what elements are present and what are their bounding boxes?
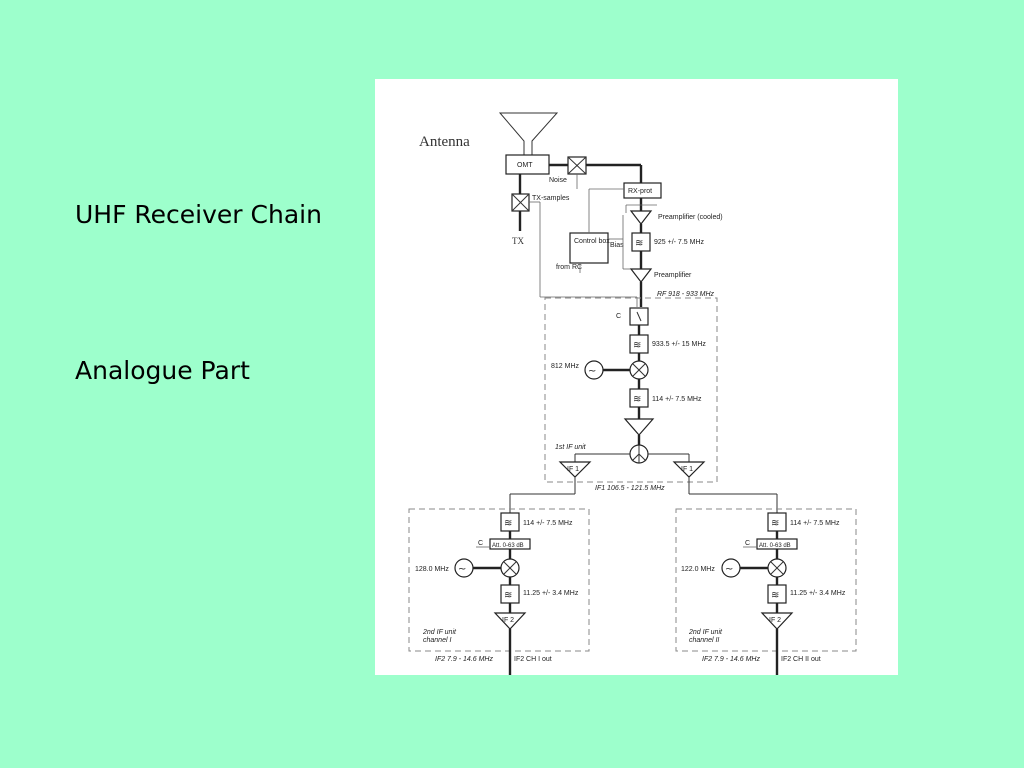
ch2-c-label: C [745,540,750,547]
if1-left-label: IF 1 [567,466,579,473]
ch1-lo-label: 128.0 MHz [415,566,449,573]
ch2-lo-glyph: ~ [725,564,733,575]
ch2-if2-label: IF 2 [769,617,781,624]
ch1-lo-glyph: ~ [458,564,466,575]
ch2-if2-amp [760,612,794,630]
slide-subtitle: Analogue Part [75,356,250,385]
antenna-horn [498,112,559,158]
preamp-cooled-label: Preamplifier (cooled) [658,214,723,221]
if-amplifier-icon [623,418,655,436]
diagram-canvas: Antenna OMT Noise TX-samples TX RX-prot … [408,112,857,675]
if1-band-label: IF1 106.5 - 121.5 MHz [595,485,665,492]
ch2-lo-label: 122.0 MHz [681,566,715,573]
noise-switch [567,156,587,175]
c-switch-label: C [616,313,621,320]
antenna-label: Antenna [419,134,470,150]
if1-right-label: IF 1 [681,466,693,473]
ch1-filter-11-label: 11.25 +/- 3.4 MHz [523,590,579,597]
receiver-chain-diagram: Antenna OMT Noise TX-samples TX RX-prot … [375,79,898,675]
filter-925-icon: ≋ [635,238,643,249]
ch1-out-label: IF2 CH I out [514,656,552,663]
ch1-unit-label: 2nd IF unit [422,629,457,636]
if1-right-amp [672,461,706,478]
lo-812-glyph: ~ [588,366,596,377]
ch2-filter-114-label: 114 +/- 7.5 MHz [790,520,840,527]
ch2-filter-114-icon: ≋ [771,518,779,529]
rx-prot-label: RX-prot [628,188,652,195]
omt-label: OMT [517,162,533,169]
ch1-att-label: Att. 0-63 dB [492,543,524,549]
control-box-label: Control box [574,238,610,245]
ch1-if2-label: IF 2 [502,617,514,624]
rf-band-label: RF 918 - 933 MHz [657,291,715,298]
ch1-filter-114-label: 114 +/- 7.5 MHz [523,520,573,527]
ch2-out-label: IF2 CH II out [781,656,821,663]
rx-prot-box [623,182,662,199]
preamp-cooled-icon [629,210,653,225]
preamp-icon [629,268,653,283]
filter-114-first-label: 114 +/- 7.5 MHz [652,396,702,403]
ch2-att-label: Att. 0-63 dB [759,543,791,549]
ch2-channel-label: channel II [689,637,719,644]
ch1-if2-band-label: IF2 7.9 - 14.6 MHz [435,656,493,663]
filter-933-icon: ≋ [633,340,641,351]
preamp-label: Preamplifier [654,272,692,279]
ch2-unit-label: 2nd IF unit [688,629,723,636]
ch1-filter-114-icon: ≋ [504,518,512,529]
noise-label: Noise [549,177,567,184]
from-rc-label: from RC [556,264,582,271]
if1-left-amp [558,461,592,478]
ch2-if2-band-label: IF2 7.9 - 14.6 MHz [702,656,760,663]
bias-label: Bias [610,242,624,249]
tx-samples-label: TX-samples [532,195,570,202]
first-if-unit-label: 1st IF unit [555,444,587,451]
ch1-if2-amp [493,612,527,630]
first-if-unit-region [544,297,718,483]
filter-114-first-icon: ≋ [633,394,641,405]
filter-933-label: 933.5 +/- 15 MHz [652,341,706,348]
channel-i-region [408,508,590,652]
ch1-channel-label: channel I [423,637,451,644]
lo-812-label: 812 MHz [551,363,580,370]
channel-ii-region [675,508,857,652]
ch1-c-label: C [478,540,483,547]
tx-label: TX [512,236,524,246]
ch2-filter-11-label: 11.25 +/- 3.4 MHz [790,590,846,597]
ch2-filter-11-icon: ≋ [771,590,779,601]
ch1-filter-11-icon: ≋ [504,590,512,601]
tx-samples-switch [511,193,530,212]
filter-925-label: 925 +/- 7.5 MHz [654,239,704,246]
slide-title: UHF Receiver Chain [75,200,322,229]
